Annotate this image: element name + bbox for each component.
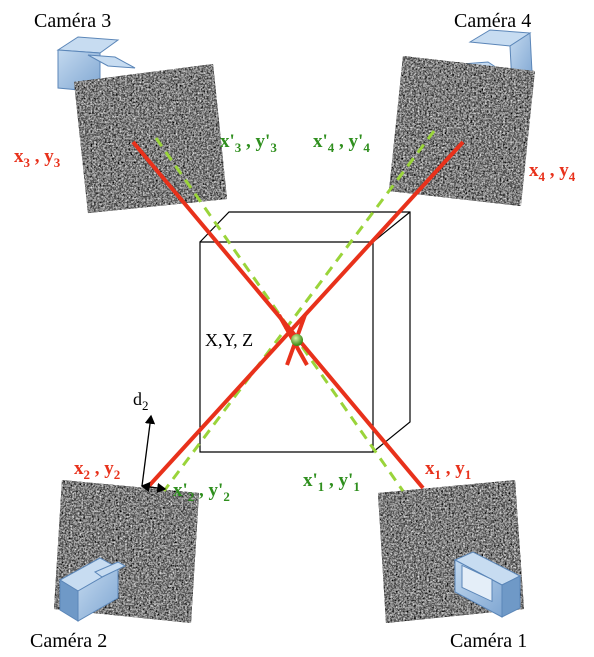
label-xp1-yp1: x'1 , y'1 (303, 470, 360, 494)
label-x3-y3: x3 , y3 (14, 146, 61, 170)
red-ray-3-1 (133, 142, 423, 488)
reconstructed-point (291, 334, 303, 346)
camera-4-image (389, 56, 535, 207)
point-label: X,Y, Z (205, 330, 253, 350)
label-x2-y2: x2 , y2 (74, 458, 120, 482)
camera-3-title: Caméra 3 (34, 10, 111, 32)
label-x4-y4: x4 , y4 (529, 160, 576, 184)
camera-1-title: Caméra 1 (450, 630, 527, 652)
label-xp3-yp3: x'3 , y'3 (220, 131, 277, 155)
label-xp2-yp2: x'2 , y'2 (173, 480, 230, 504)
camera-4-title: Caméra 4 (454, 10, 531, 32)
label-x1-y1: x1 , y1 (425, 458, 471, 482)
camera-2-title: Caméra 2 (30, 630, 107, 652)
distance-label: d2 (133, 389, 149, 413)
camera-3-image (74, 64, 228, 214)
label-xp4-yp4: x'4 , y'4 (313, 131, 370, 155)
